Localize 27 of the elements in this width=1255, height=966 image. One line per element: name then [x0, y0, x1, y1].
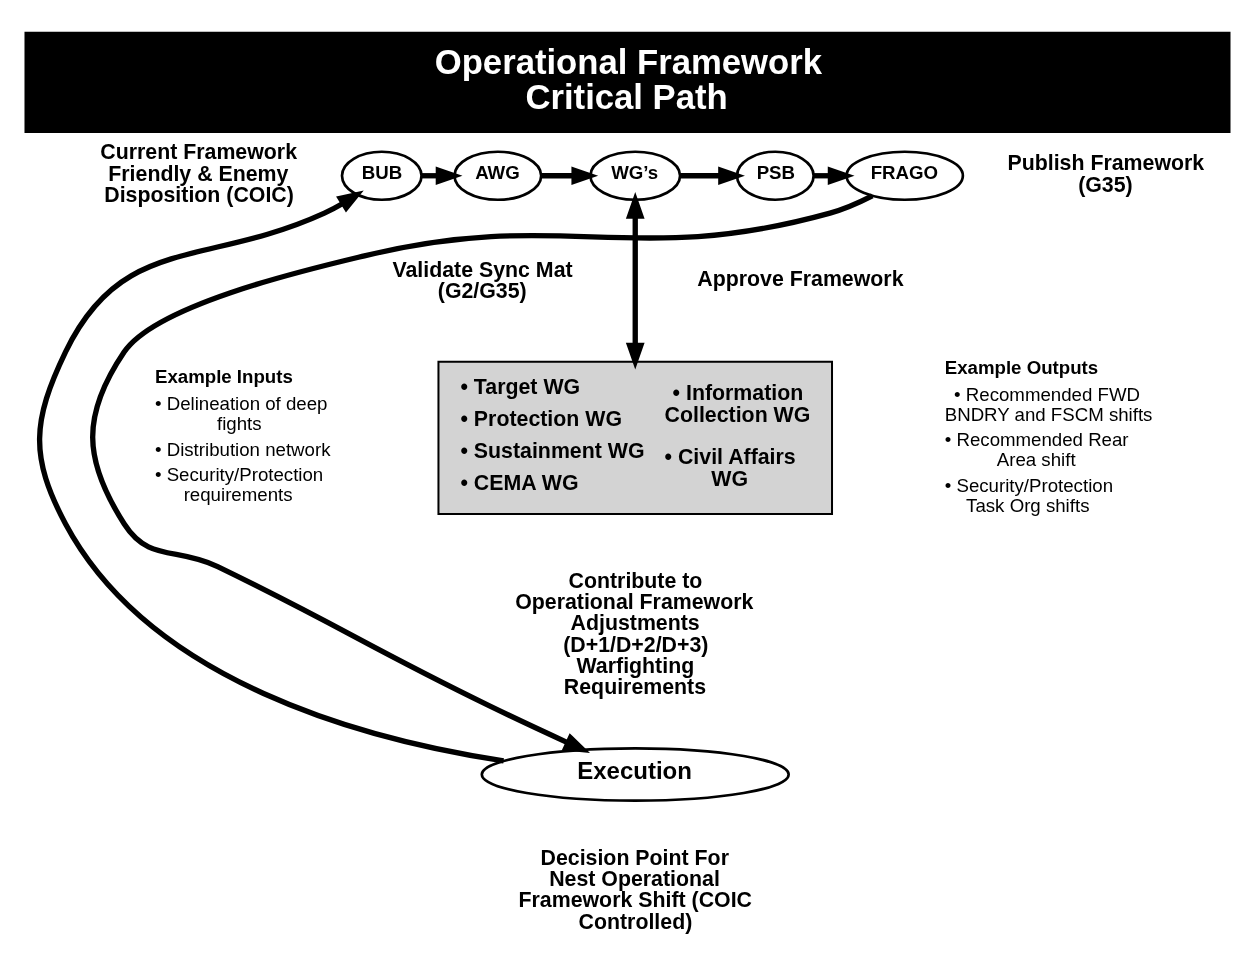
node-ellipse: Execution — [480, 747, 790, 802]
label: • Delineation of deep fights — [154, 393, 328, 435]
diagram-title: Operational Framework Critical Path — [434, 43, 823, 116]
node-ellipse: WG’s — [589, 150, 682, 202]
arrow — [37, 190, 505, 764]
arrow — [541, 166, 599, 186]
node-label: Current Framework Friendly & Enemy Disposition (COIC) — [100, 140, 298, 208]
label: • Recommended Rear Area shift — [944, 429, 1129, 471]
node-ellipse: PSB — [735, 150, 815, 202]
node-label: Approve Framework — [697, 267, 904, 292]
label: • Security/Protection Task Org shifts — [944, 474, 1114, 516]
node-ellipse: BUB — [340, 150, 423, 202]
arrow — [625, 192, 645, 370]
node-label: Contribute to Operational Framework Adjustments (D+1/D+2/D+3) Warfighting Requirements — [515, 568, 754, 700]
node-ellipse: AWG — [453, 150, 543, 202]
arrow — [90, 193, 874, 753]
node-label: Validate Sync Mat (G2/G35) — [392, 257, 573, 304]
label: • Distribution network — [154, 438, 331, 460]
node-ellipse: FRAGO — [845, 150, 965, 202]
node-label: Decision Point For Nest Operational Framework Shift (COIC Controlled) — [518, 845, 752, 934]
label: • Recommended FWD BNDRY and FSCM shifts — [944, 383, 1153, 425]
label: • Security/Protection requirements — [154, 463, 324, 505]
node-box: • Target WG • Protection WG • Sustainment WG • CEMA WG • Information Collection WG • Civil Affairs WG — [437, 360, 833, 515]
node-label: Publish Framework (G35) — [1007, 151, 1205, 197]
label: Example Outputs — [944, 357, 1099, 379]
arrow — [680, 166, 745, 186]
label: Example Inputs — [154, 366, 293, 388]
